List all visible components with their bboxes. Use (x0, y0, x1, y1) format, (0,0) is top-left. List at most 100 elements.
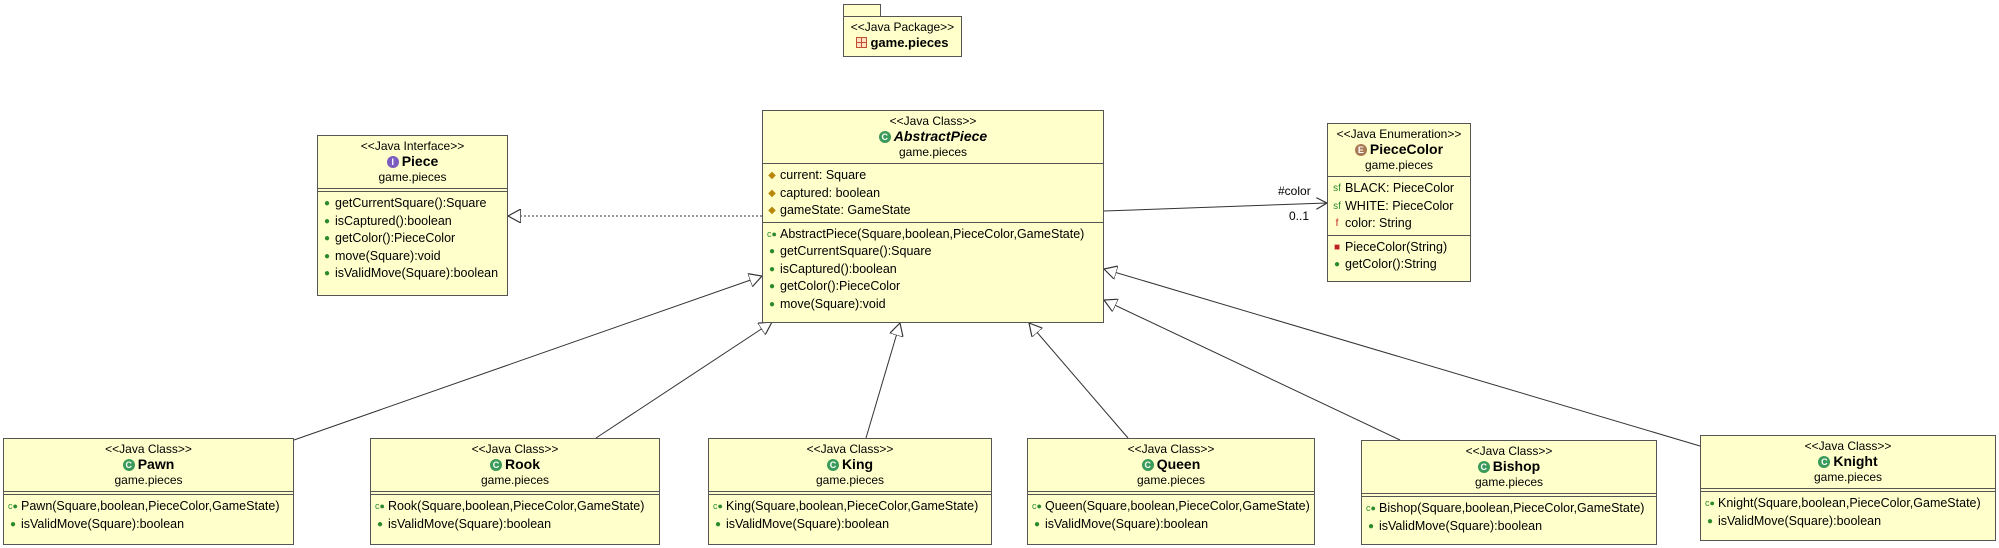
constructor-text: King(Square,boolean,PieceColor,GameState… (726, 499, 979, 513)
interface-icon: I (386, 155, 399, 168)
constructor: c●Rook(Square,boolean,PieceColor,GameSta… (374, 498, 659, 516)
visibility-icon: ● (323, 198, 331, 209)
class-stereotype: <<Java Class>> (1804, 439, 1892, 453)
interface-name: Piece (401, 153, 439, 169)
interface-method: ●move(Square):void (321, 248, 507, 266)
abstract-class-fields: ◆current: Square◆captured: boolean◆gameS… (763, 164, 1103, 222)
class-method-text: isValidMove(Square):boolean (388, 516, 552, 531)
association-line (1103, 203, 1327, 212)
enum-constructor-text: PieceColor(String) (1345, 239, 1448, 254)
package-stereotype: <<Java Package>> (850, 20, 955, 34)
abstract-class-method-text: isCaptured():boolean (780, 261, 897, 276)
visibility-icon: ● (9, 518, 17, 530)
class-package: game.pieces (1813, 470, 1883, 484)
enum-stereotype: <<Java Enumeration>> (1336, 127, 1462, 141)
class-stereotype: <<Java Class>> (471, 442, 559, 456)
class-methods: c●Knight(Square,boolean,PieceColor,GameS… (1701, 492, 1995, 532)
abstract-class-package: game.pieces (898, 145, 968, 159)
visibility-icon: ● (768, 263, 776, 275)
enum-method-text: getColor():String (1345, 257, 1437, 271)
class-package: game.pieces (480, 473, 550, 487)
class-method: ●isValidMove(Square):boolean (7, 516, 293, 534)
enum-field-text: BLACK: PieceColor (1345, 181, 1455, 195)
visibility-icon: f (1335, 218, 1339, 229)
class-package: game.pieces (815, 473, 885, 487)
enum-field: f color: String (1331, 215, 1470, 233)
class-icon: C (122, 458, 135, 471)
constructor: c●Knight(Square,boolean,PieceColor,GameS… (1704, 495, 1995, 513)
interface-method-text: isValidMove(Square):boolean (335, 266, 499, 280)
constructor: c●Queen(Square,boolean,PieceColor,GameSt… (1031, 498, 1314, 516)
interface-methods: ● getCurrentSquare():Square ●isCaptured():… (318, 192, 507, 285)
class-method-text: isValidMove(Square):boolean (726, 516, 890, 531)
interface-stereotype: <<Java Interface>> (360, 139, 465, 153)
visibility-icon: c● (1705, 498, 1715, 508)
enum-icon: E (1354, 143, 1367, 156)
class-method: ●isValidMove(Square):boolean (1031, 516, 1314, 534)
class-methods: c●Bishop(Square,boolean,PieceColor,GameS… (1362, 497, 1656, 537)
visibility-icon: ● (323, 250, 331, 262)
abstract-class-method-text: move(Square):void (780, 296, 886, 311)
package-name: game.pieces (870, 35, 949, 50)
visibility-icon: ● (714, 518, 722, 530)
visibility-icon: c● (8, 501, 18, 511)
interface-method-text: getCurrentSquare():Square (335, 196, 487, 210)
interface-method: ● getCurrentSquare():Square (321, 195, 507, 213)
class-name: King (841, 456, 874, 472)
class-name: Queen (1156, 456, 1201, 472)
abstract-class-method: ●getColor():PieceColor (766, 278, 1103, 296)
enum-field-text: color: String (1345, 216, 1412, 230)
constructor: c●Pawn(Square,boolean,PieceColor,GameSta… (7, 498, 293, 516)
abstract-class-methods: c●AbstractPiece(Square,boolean,PieceColo… (763, 223, 1103, 316)
class-stereotype: <<Java Class>> (806, 442, 894, 456)
visibility-icon: ● (323, 215, 331, 227)
class-methods: c●Rook(Square,boolean,PieceColor,GameSta… (371, 495, 659, 535)
constructor-text: AbstractPiece(Square,boolean,PieceColor,… (780, 226, 1085, 241)
package-box[interactable]: <<Java Package>> game.pieces (843, 16, 962, 57)
visibility-icon: c● (713, 501, 723, 511)
class-method: ● isValidMove(Square):boolean (712, 516, 991, 534)
class-stereotype: <<Java Class>> (1127, 442, 1215, 456)
generalization-rook (595, 322, 772, 439)
visibility-icon: c● (1032, 501, 1042, 511)
interface-package: game.pieces (378, 170, 447, 184)
class-name: Knight (1833, 453, 1878, 469)
constructor-text: Queen(Square,boolean,PieceColor,GameStat… (1045, 499, 1310, 513)
association-multiplicity-label: 0..1 (1289, 209, 1310, 223)
visibility-icon: sf (1333, 183, 1341, 194)
class-package: game.pieces (1474, 475, 1544, 489)
visibility-icon: ● (1033, 518, 1041, 530)
class-method: ●isValidMove(Square):boolean (1365, 518, 1656, 536)
generalization-queen (1029, 323, 1129, 439)
generalization-bishop (1104, 300, 1401, 441)
class-icon: C (1141, 458, 1154, 471)
visibility-icon: ◆ (768, 170, 776, 181)
class-method: ●isValidMove(Square):boolean (374, 516, 659, 534)
visibility-icon: ● (323, 268, 331, 279)
class-icon: C (490, 458, 502, 471)
abstract-class-name: AbstractPiece (893, 128, 988, 144)
abstract-class-field: ◆current: Square (766, 167, 1103, 185)
generalization-pawn (293, 276, 762, 441)
enum-field: sf BLACK: PieceColor (1331, 180, 1470, 198)
generalization-king (865, 323, 900, 439)
constructor-text: Pawn(Square,boolean,PieceColor,GameState… (21, 499, 280, 513)
enum-field-text: WHITE: PieceColor (1345, 198, 1454, 213)
association-role-label: #color (1278, 184, 1311, 198)
interface-method: ●isCaptured():boolean (321, 213, 507, 231)
abstract-class-field-text: gameState: GameState (780, 203, 911, 217)
enum-constructor: ■PieceColor(String) (1331, 239, 1470, 257)
constructor: c●King(Square,boolean,PieceColor,GameSta… (712, 498, 991, 516)
interface-method: ●getColor():PieceColor (321, 230, 507, 248)
